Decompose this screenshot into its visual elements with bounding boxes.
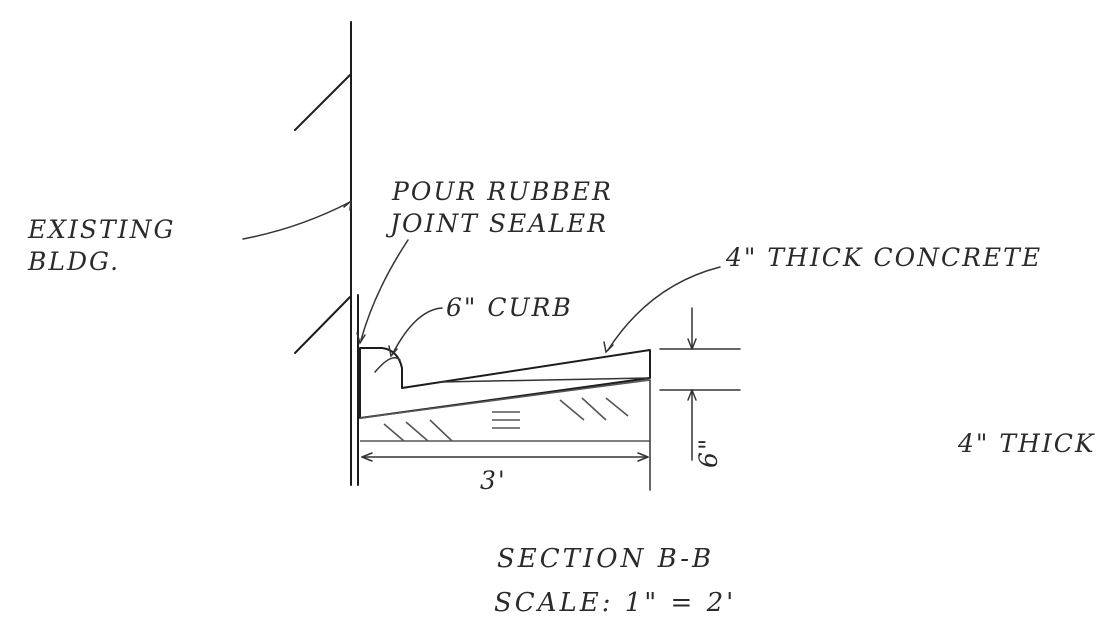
label-existing-bldg-line2: BLDG. xyxy=(27,247,120,276)
label-sealer-line1: POUR RUBBER xyxy=(391,177,613,206)
dimension-width-label: 3' xyxy=(480,466,507,495)
width-dimension xyxy=(361,379,651,491)
dimension-depth-label: 6" xyxy=(694,437,723,468)
label-sealer-line2: JOINT SEALER xyxy=(385,209,608,238)
label-curb: 6" CURB xyxy=(446,293,573,322)
curb-and-slab-outline xyxy=(359,347,651,419)
existing-building-wall xyxy=(294,21,359,486)
label-thick-right: 4" THICK xyxy=(957,429,1096,458)
label-existing-bldg-line1: EXISTING xyxy=(27,215,175,244)
depth-dimension xyxy=(659,307,741,461)
leader-lines xyxy=(242,199,721,358)
scale-note: SCALE: 1" = 2' xyxy=(494,588,736,618)
label-concrete: 4" THICK CONCRETE xyxy=(725,243,1042,272)
subbase-hatching xyxy=(359,379,651,442)
section-title: SECTION B-B xyxy=(497,544,714,574)
